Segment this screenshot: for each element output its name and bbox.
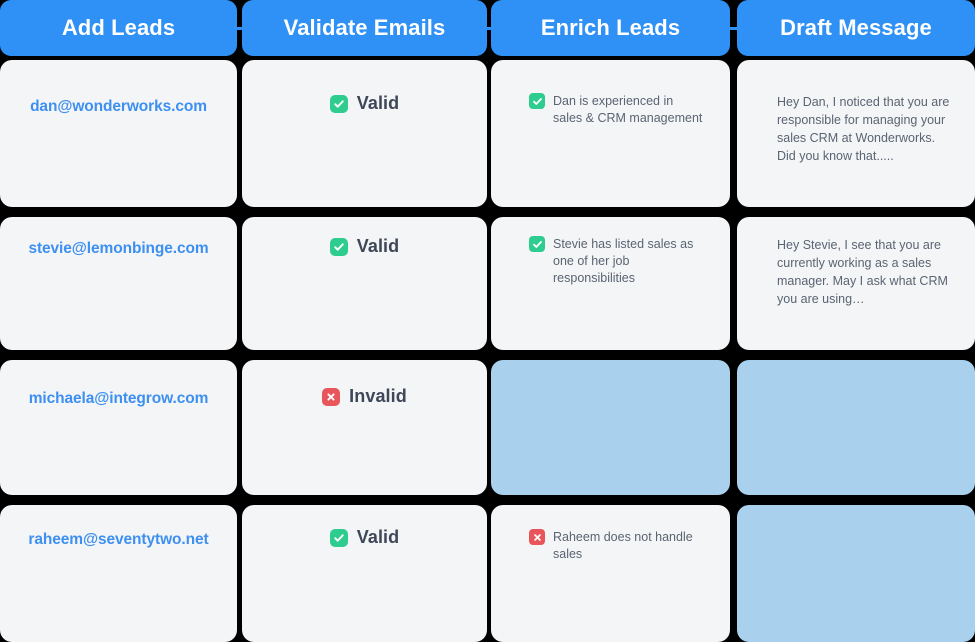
column-header-add-leads[interactable]: Add Leads [0,0,237,56]
x-square-icon [322,387,341,406]
enrichment-card[interactable]: Stevie has listed sales as one of her jo… [491,217,730,350]
header-row: Add Leads Validate Emails Enrich Leads D… [0,0,975,56]
message-card[interactable]: Hey Dan, I noticed that you are responsi… [737,60,975,207]
lead-email-card[interactable]: raheem@seventytwo.net [0,505,237,642]
column-header-validate-emails[interactable]: Validate Emails [242,0,487,56]
enrichment-text: Raheem does not handle sales [553,530,693,561]
lead-email-card[interactable]: michaela@integrow.com [0,360,237,495]
message-card-pending[interactable] [737,505,975,642]
pipeline-row: stevie@lemonbinge.com Valid Stevie has l… [0,217,975,350]
enrichment-text: Stevie has listed sales as one of her jo… [553,237,694,285]
column-header-draft-message[interactable]: Draft Message [737,0,975,56]
enrichment-card-pending[interactable] [491,360,730,495]
validation-card[interactable]: Valid [242,217,487,350]
column-header-label: Draft Message [780,15,932,40]
pipeline-row: dan@wonderworks.com Valid Dan is experie… [0,60,975,207]
validation-card[interactable]: Valid [242,60,487,207]
check-square-icon [329,94,348,113]
column-header-label: Validate Emails [283,15,446,40]
column-header-label: Add Leads [61,15,176,40]
header-connector-2 [479,27,497,30]
check-square-icon [329,237,348,256]
lead-email: michaela@integrow.com [28,390,209,407]
pipeline-row: michaela@integrow.com Invalid [0,360,975,495]
check-square-icon [529,93,545,109]
validation-card[interactable]: Invalid [242,360,487,495]
header-connector-3 [722,27,740,30]
message-card-pending[interactable] [737,360,975,495]
header-connector-1 [228,27,246,30]
lead-email: raheem@seventytwo.net [28,531,209,548]
lead-email: dan@wonderworks.com [30,98,207,115]
enrichment-card[interactable]: Dan is experienced in sales & CRM manage… [491,60,730,207]
lead-email-card[interactable]: stevie@lemonbinge.com [0,217,237,350]
validation-card[interactable]: Valid [242,505,487,642]
message-text: Hey Stevie, I see that you are currently… [777,238,948,306]
validation-status: Valid [356,527,400,547]
column-header-label: Enrich Leads [540,15,681,40]
enrichment-text: Dan is experienced in sales & CRM manage… [553,94,703,125]
pipeline-row: raheem@seventytwo.net Valid Raheem does … [0,505,975,642]
column-header-enrich-leads[interactable]: Enrich Leads [491,0,730,56]
validation-status: Valid [356,93,400,113]
lead-email: stevie@lemonbinge.com [28,240,209,257]
lead-email-card[interactable]: dan@wonderworks.com [0,60,237,207]
x-square-icon [529,529,545,545]
validation-status: Invalid [349,386,407,406]
message-text: Hey Dan, I noticed that you are responsi… [777,95,950,163]
validation-status: Valid [356,236,400,256]
check-square-icon [529,236,545,252]
enrichment-card[interactable]: Raheem does not handle sales [491,505,730,642]
message-card[interactable]: Hey Stevie, I see that you are currently… [737,217,975,350]
check-square-icon [329,528,348,547]
